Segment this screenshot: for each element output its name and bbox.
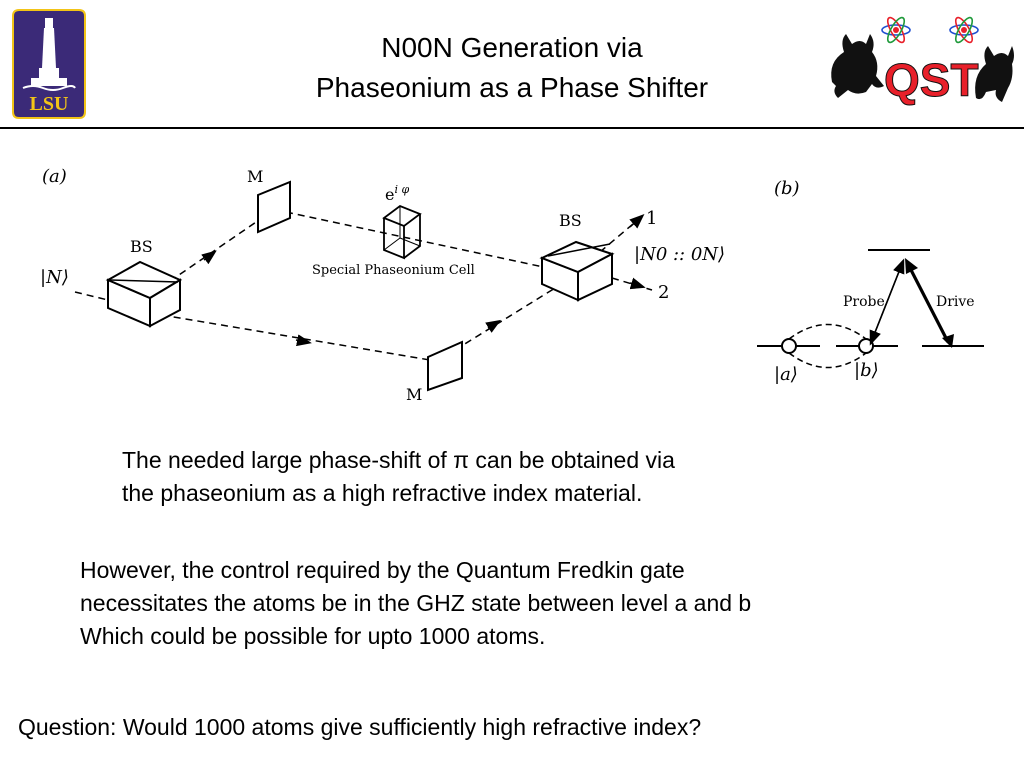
slide-title: N00N Generation via Phaseonium as a Phas… [0, 28, 1024, 108]
input-beam [74, 291, 109, 301]
drive-arrow [908, 267, 950, 343]
atom-b-icon [858, 338, 874, 354]
title-line-2: Phaseonium as a Phase Shifter [315, 72, 709, 103]
building [31, 78, 67, 86]
mirror-top-label: M [247, 167, 263, 186]
question-text: Question: Would 1000 atoms give sufficie… [18, 714, 702, 740]
para2-line1: However, the control required by the Qua… [80, 557, 685, 583]
cat-right-icon [975, 46, 1014, 102]
panel-a-label: (a) [42, 166, 67, 187]
beam-arrows [201, 213, 646, 347]
atom-a-icon [781, 338, 797, 354]
input-state-label: |N⟩ [40, 267, 69, 288]
bs-left-label: BS [130, 237, 153, 256]
title-line-1: N00N Generation via [381, 32, 643, 63]
tower-top [45, 18, 53, 28]
panel-b-label: (b) [774, 178, 800, 199]
atom-icon-right [949, 16, 979, 44]
drive-label: Drive [936, 294, 975, 310]
beam-top-to-bs [285, 211, 549, 269]
qst-text: QST [884, 54, 979, 106]
paragraph-fredkin: However, the control required by the Qua… [80, 554, 751, 653]
output-beam-1 [599, 217, 641, 253]
beam-to-bottom-mirror [149, 312, 431, 361]
lsu-tower-logo: LSU [12, 9, 86, 119]
beam-bottom-to-bs [454, 284, 561, 351]
probe-arrow [869, 258, 905, 346]
atom-icon-left [881, 16, 911, 44]
output-state-label: |N0 :: 0N⟩ [634, 244, 725, 265]
phase-factor: ei φ [385, 183, 409, 204]
mirror-bottom-label: M [406, 385, 422, 404]
bs-right-label: BS [559, 211, 582, 230]
para2-line2: necessitates the atoms be in the GHZ sta… [80, 590, 752, 616]
drive-arrowhead-up [905, 258, 918, 274]
cat-left-icon [831, 34, 884, 98]
header-divider [0, 127, 1024, 129]
state-b-label: |b⟩ [854, 360, 879, 381]
lsu-text: LSU [30, 93, 69, 115]
physics-diagram: (a) |N⟩ BS M [40, 166, 984, 404]
paragraph-phase-shift: The needed large phase-shift of π can be… [122, 444, 675, 510]
mirror-bottom [427, 340, 463, 392]
probe-label: Probe [843, 294, 885, 310]
para2-line3: Which could be possible for upto 1000 at… [80, 623, 546, 649]
phaseonium-cell [382, 204, 422, 260]
drive-arrowhead-down [942, 334, 954, 348]
coherence-arcs [788, 323, 867, 369]
qst-cats-atoms-logo: QST [831, 16, 1014, 107]
beam-splitter-left [105, 260, 183, 328]
para1-line1: The needed large phase-shift of π can be… [122, 447, 675, 473]
output-2-label: 2 [658, 282, 669, 303]
para1-line2: the phaseonium as a high refractive inde… [122, 480, 643, 506]
state-a-label: |a⟩ [774, 364, 798, 385]
tower-shaft [42, 28, 56, 68]
water-wave [22, 85, 76, 91]
beam-splitter-right [539, 240, 615, 302]
mirror-top [257, 180, 291, 234]
tower-base [39, 68, 59, 78]
cell-label: Special Phaseonium Cell [312, 263, 475, 278]
output-1-label: 1 [646, 208, 657, 229]
output-beam-2 [611, 277, 653, 291]
